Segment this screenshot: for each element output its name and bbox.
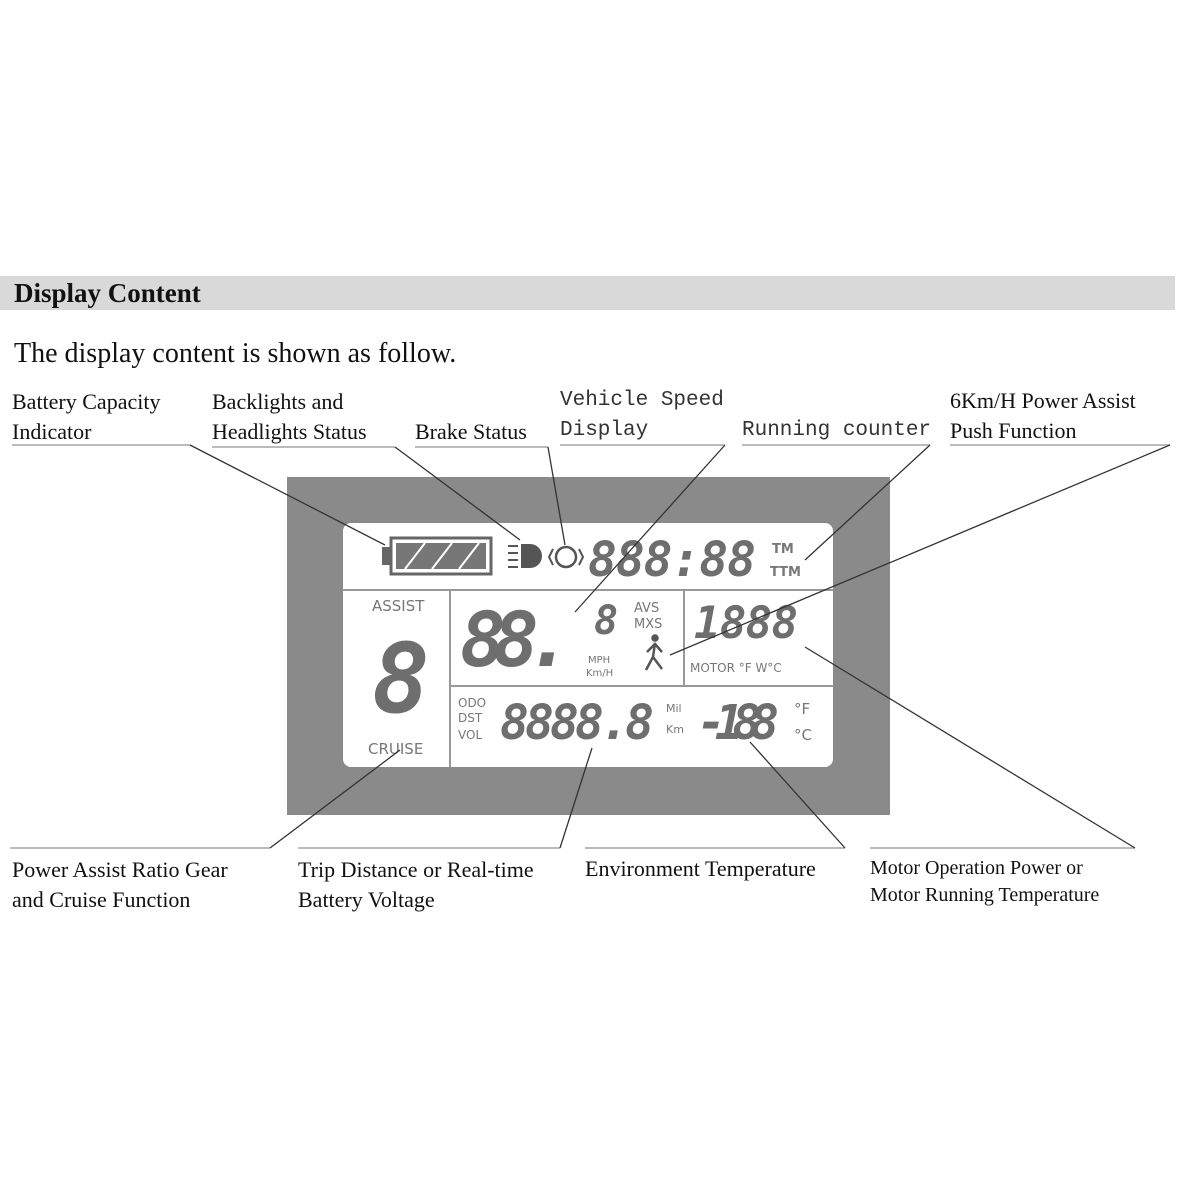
- speed-small-digit: 8: [594, 598, 618, 644]
- clock-digits: 888:88: [588, 532, 756, 588]
- label-line: 6Km/H Power Assist: [950, 388, 1136, 413]
- section-header-band: [0, 276, 1175, 310]
- mil-label: Mil: [666, 702, 682, 715]
- label-line: Push Function: [950, 418, 1077, 443]
- odo-label: ODO: [458, 696, 486, 710]
- label-line: and Cruise Function: [12, 887, 191, 912]
- label-motor: Motor Operation Power or Motor Running Te…: [870, 855, 1099, 909]
- f-label: °F: [794, 700, 810, 718]
- label-line: Battery Voltage: [298, 887, 435, 912]
- brake-icon: [547, 545, 585, 569]
- label-env-temp: Environment Temperature: [585, 856, 816, 881]
- speed-digits: 88.: [460, 595, 572, 684]
- kmh-label: Km/H: [586, 668, 613, 679]
- mph-label: MPH: [588, 655, 610, 666]
- ttm-label: TTM: [770, 565, 801, 580]
- label-assist-gear: Power Assist Ratio Gear and Cruise Functi…: [12, 855, 228, 915]
- label-line: Headlights Status: [212, 419, 367, 444]
- label-line: Battery Capacity: [12, 389, 161, 414]
- distance-digits: 8888.8: [500, 695, 654, 751]
- leader-lines: [10, 444, 1171, 849]
- tm-label: TM: [772, 542, 794, 557]
- headlight-icon: [508, 544, 542, 568]
- label-line: Motor Operation Power or: [870, 857, 1083, 879]
- mxs-label: MXS: [634, 617, 662, 632]
- vol-label: VOL: [458, 728, 482, 742]
- label-brake: Brake Status: [415, 419, 527, 444]
- intro-text: The display content is shown as follow.: [14, 338, 457, 369]
- label-line: Display: [560, 419, 649, 442]
- dst-label: DST: [458, 711, 483, 725]
- label-line: Indicator: [12, 419, 92, 444]
- label-line: Motor Running Temperature: [870, 884, 1100, 906]
- walk-assist-icon: [644, 634, 663, 671]
- section-title: Display Content: [14, 278, 201, 308]
- avs-label: AVS: [634, 601, 659, 616]
- label-line: Trip Distance or Real-time: [298, 857, 534, 882]
- label-running-counter: Running counter: [742, 419, 932, 442]
- battery-icon: [382, 536, 493, 576]
- temp-digits: -188: [697, 695, 779, 751]
- assist-label: ASSIST: [372, 597, 425, 615]
- label-line: Power Assist Ratio Gear: [12, 857, 228, 882]
- motor-units-label: MOTOR °F W°C: [690, 661, 782, 675]
- c-label: °C: [794, 726, 812, 744]
- label-line: Backlights and: [212, 389, 344, 414]
- km-label: Km: [666, 723, 684, 736]
- lcd-screen: [343, 523, 833, 767]
- gear-digit: 8: [372, 623, 430, 735]
- label-line: Vehicle Speed: [560, 389, 724, 412]
- cruise-label: CRUISE: [368, 740, 423, 758]
